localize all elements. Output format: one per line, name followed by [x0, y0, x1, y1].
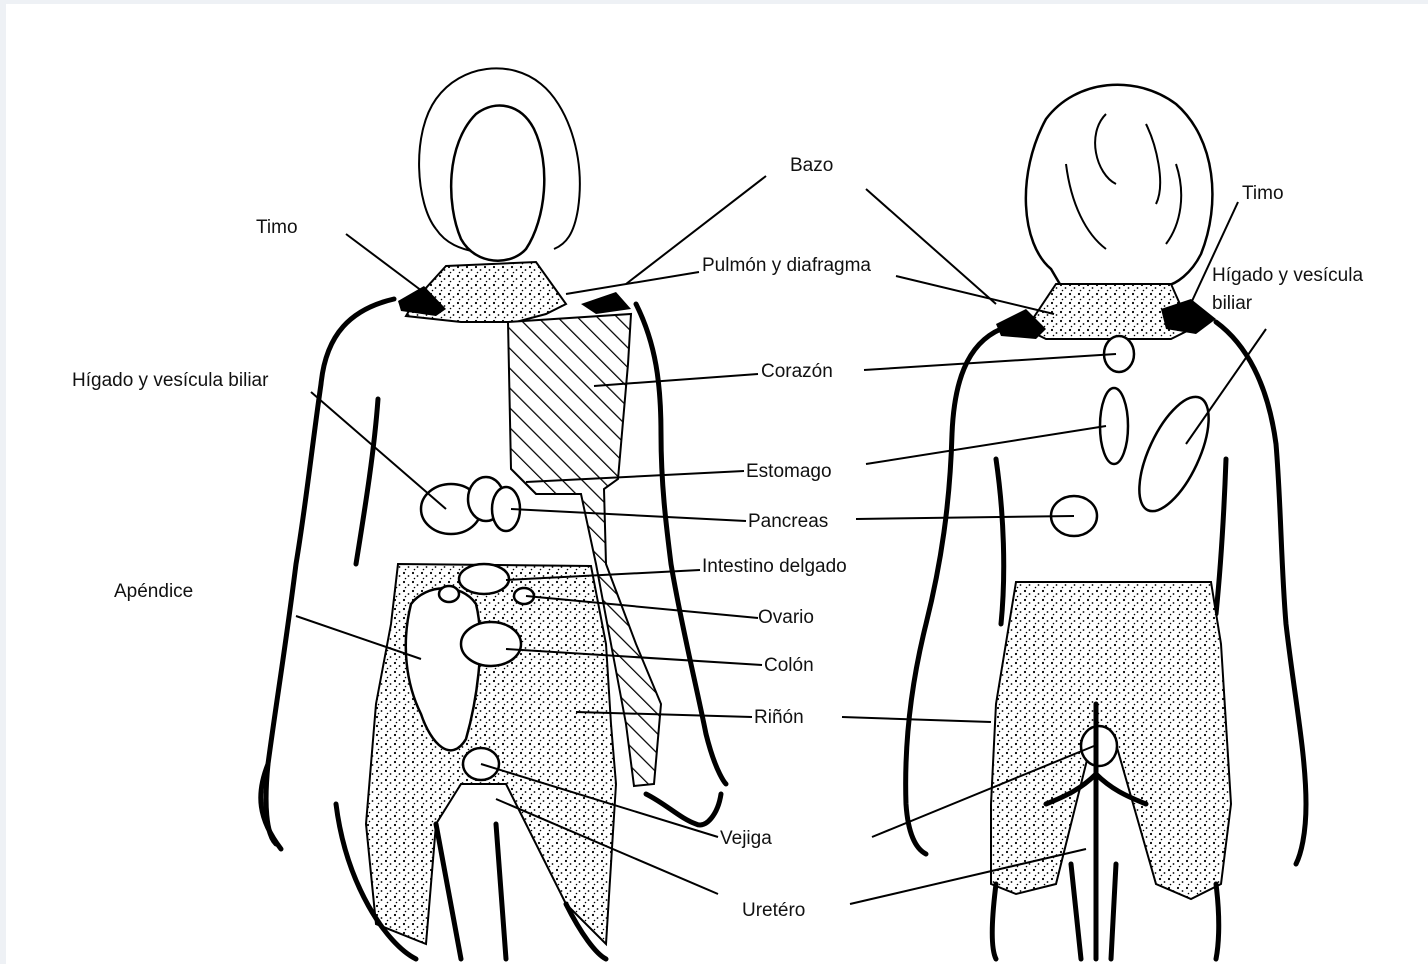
- back-inner-arm-right: [1216, 459, 1226, 614]
- leader-pancreas-back: [856, 516, 1074, 519]
- label-bazo: Bazo: [790, 156, 833, 175]
- leader-timo-front: [346, 234, 426, 294]
- back-kidney: [1081, 726, 1117, 766]
- label-higado-back-2: biliar: [1212, 294, 1252, 313]
- front-inner-left-arm: [356, 399, 378, 564]
- back-liver: [1125, 387, 1223, 521]
- front-face: [451, 106, 544, 261]
- leader-higado-back: [1186, 329, 1266, 444]
- body-diagram: [6, 4, 1428, 968]
- front-small-intestine: [459, 564, 509, 594]
- back-head: [1026, 85, 1213, 286]
- label-timo-back: Timo: [1242, 184, 1284, 203]
- front-right-hand: [646, 794, 721, 825]
- label-higado-back-1: Hígado y vesícula: [1212, 266, 1363, 285]
- label-rinon: Riñón: [754, 708, 804, 727]
- front-figure: [261, 68, 726, 959]
- label-uretero: Uretéro: [742, 901, 805, 920]
- leader-pancreas-front: [511, 509, 746, 521]
- label-vejiga: Vejiga: [720, 829, 772, 848]
- leader-corazon-back: [864, 354, 1116, 370]
- front-shoulder-mark: [581, 292, 631, 314]
- leader-rinon-back: [842, 717, 991, 722]
- leader-estomago-back: [866, 426, 1106, 464]
- leader-pulmon-back: [896, 276, 1054, 314]
- back-inner-arm-left: [996, 459, 1004, 624]
- front-ovary-left: [439, 586, 459, 602]
- label-intestino: Intestino delgado: [702, 557, 847, 576]
- front-left-hand: [261, 764, 281, 849]
- front-colon: [461, 622, 521, 666]
- label-ovario: Ovario: [758, 608, 814, 627]
- leader-bazo-back: [866, 189, 996, 304]
- back-figure: [906, 85, 1306, 959]
- leader-pulmon-front: [566, 272, 699, 294]
- label-timo-front: Timo: [256, 218, 298, 237]
- label-colon: Colón: [764, 656, 814, 675]
- label-pulmon: Pulmón y diafragma: [702, 256, 871, 275]
- label-apendice: Apéndice: [114, 582, 193, 601]
- label-higado-front: Hígado y vesícula biliar: [72, 371, 268, 390]
- label-pancreas: Pancreas: [748, 512, 828, 531]
- label-corazon: Corazón: [761, 362, 833, 381]
- label-estomago: Estomago: [746, 462, 832, 481]
